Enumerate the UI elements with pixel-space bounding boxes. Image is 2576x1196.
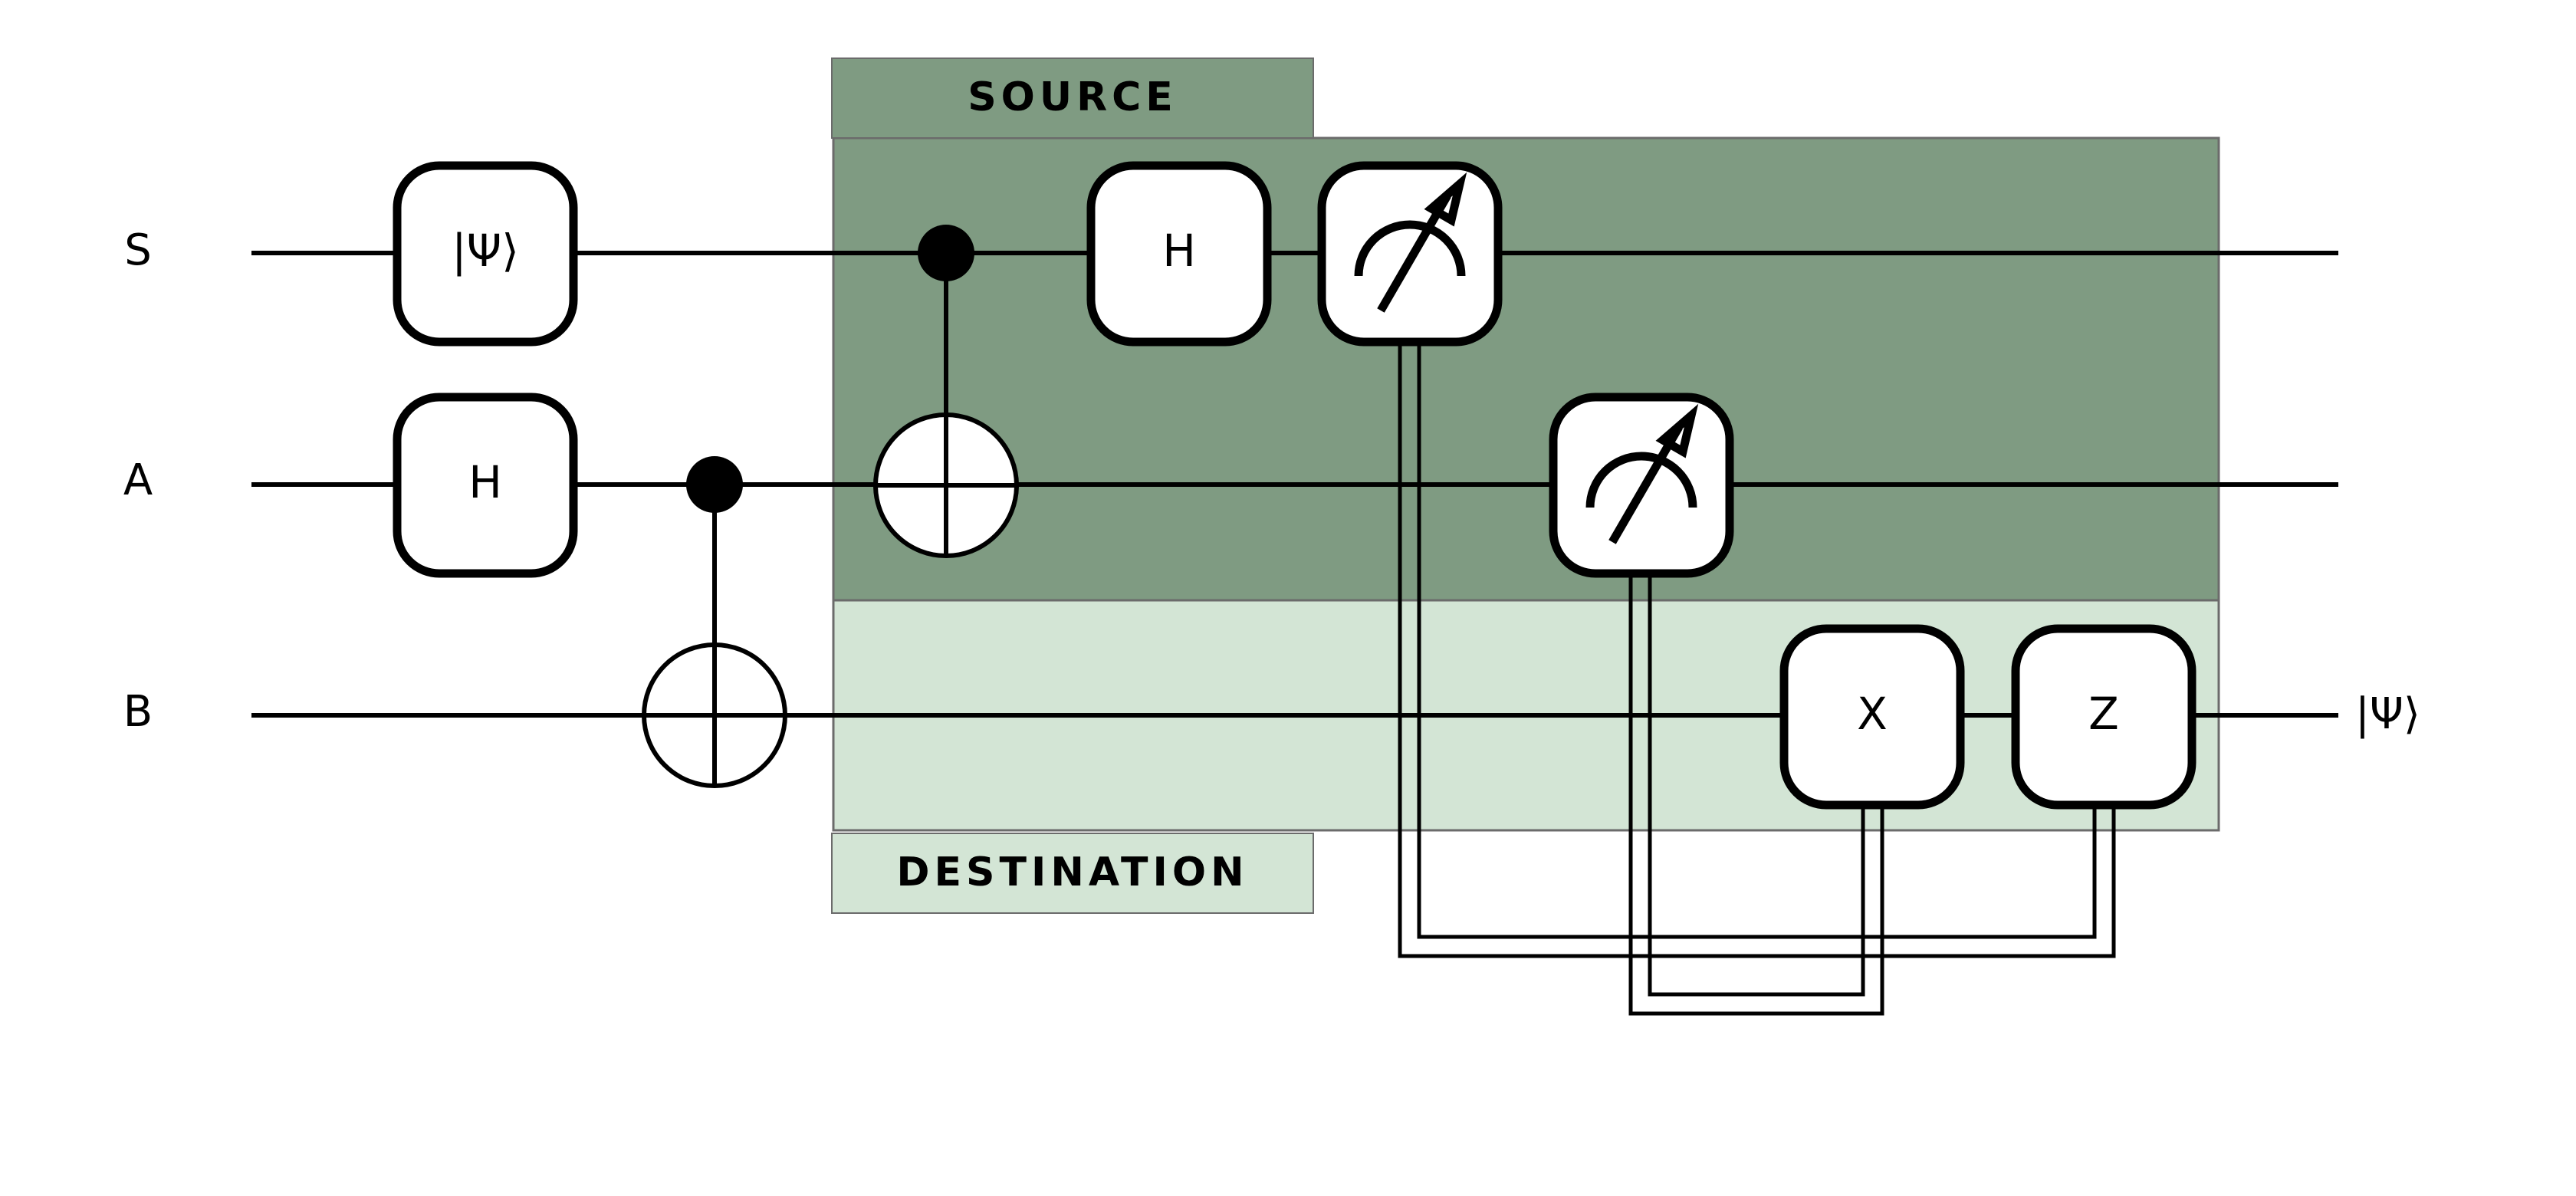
classical-wire-a-to-x — [1628, 573, 1884, 1016]
pauli-x-gate: X — [1779, 624, 1965, 810]
hadamard-gate-s: H — [1086, 161, 1272, 347]
source-label: SOURCE — [968, 74, 1178, 120]
measurement-gate-s — [1317, 161, 1503, 347]
source-region — [832, 136, 2220, 602]
source-label-tab — [831, 58, 1314, 139]
qubit-label-a: A — [123, 455, 153, 505]
pauli-z-label: Z — [2088, 688, 2119, 740]
quantum-wires — [251, 251, 2338, 718]
pauli-x-label: X — [1857, 688, 1888, 740]
hadamard-gate-a: H — [393, 393, 578, 578]
control-dot-s — [918, 225, 974, 281]
cnot-a-to-b — [642, 456, 787, 788]
qubit-label-s: S — [124, 225, 152, 275]
pauli-z-gate: Z — [2011, 624, 2196, 810]
hadamard-s-label: H — [1162, 225, 1196, 277]
control-dot-a — [686, 456, 743, 513]
classical-wire-s-to-z — [1398, 341, 2116, 958]
state-prep-gate: |Ψ⟩ — [393, 161, 578, 347]
destination-label: DESTINATION — [896, 849, 1248, 895]
qubit-label-b: B — [123, 687, 153, 737]
state-prep-label: |Ψ⟩ — [452, 225, 519, 277]
cnot-s-to-a — [873, 225, 1019, 558]
measurement-gate-a — [1549, 393, 1734, 578]
destination-label-tab — [831, 833, 1314, 914]
meter-icon — [1354, 172, 1467, 313]
hadamard-a-label: H — [468, 456, 502, 508]
meter-icon — [1585, 403, 1699, 544]
output-state-label: |Ψ⟩ — [2355, 689, 2420, 739]
